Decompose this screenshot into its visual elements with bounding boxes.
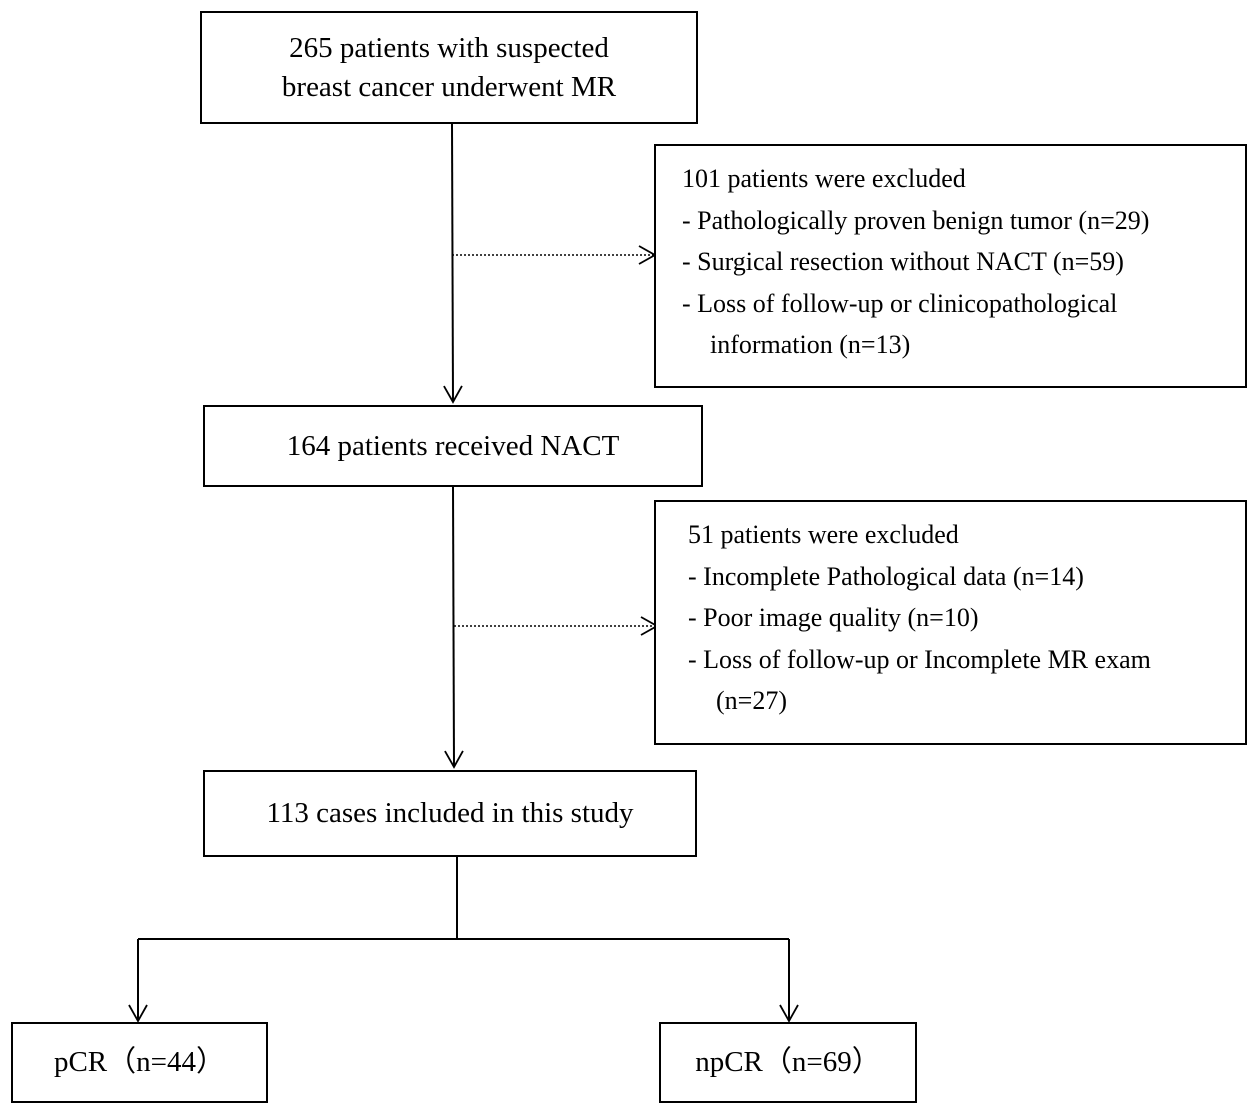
start-box: 265 patients with suspected breast cance… <box>200 11 698 124</box>
npcr-box: npCR（n=69） <box>659 1022 917 1103</box>
excluded-2-item-continuation: (n=27) <box>716 686 787 715</box>
excluded-2-item: - Incomplete Pathological data (n=14) <box>688 561 1084 591</box>
arrow-nact-to-included <box>444 486 464 769</box>
included-box: 113 cases included in this study <box>203 770 697 857</box>
excluded-2-title: 51 patients were excluded <box>688 520 959 549</box>
nact-text: 164 patients received NACT <box>286 429 620 462</box>
start-line-1: 265 patients with suspected <box>289 31 609 64</box>
excluded-1-item: - Pathologically proven benign tumor (n=… <box>682 205 1150 235</box>
arrow-start-to-nact <box>443 123 463 404</box>
included-text: 113 cases included in this study <box>266 797 634 829</box>
start-line-2: breast cancer underwent MR <box>281 70 617 103</box>
excluded-2-item: - Poor image quality (n=10) <box>688 603 979 632</box>
excluded-box-1: 101 patients were excluded - Pathologica… <box>654 144 1247 388</box>
excluded-1-title: 101 patients were excluded <box>682 164 966 193</box>
pcr-text: pCR（n=44） <box>53 1046 226 1078</box>
nact-box: 164 patients received NACT <box>203 405 703 487</box>
pcr-box: pCR（n=44） <box>11 1022 268 1103</box>
excluded-1-item-continuation: information (n=13) <box>710 330 911 359</box>
excluded-1-item: - Surgical resection without NACT (n=59) <box>682 247 1124 276</box>
excluded-box-2: 51 patients were excluded - Incomplete P… <box>654 500 1247 745</box>
excluded-1-item: - Loss of follow-up or clinicopathologic… <box>682 288 1118 318</box>
excluded-2-item: - Loss of follow-up or Incomplete MR exa… <box>688 644 1151 674</box>
npcr-text: npCR（n=69） <box>695 1046 881 1078</box>
